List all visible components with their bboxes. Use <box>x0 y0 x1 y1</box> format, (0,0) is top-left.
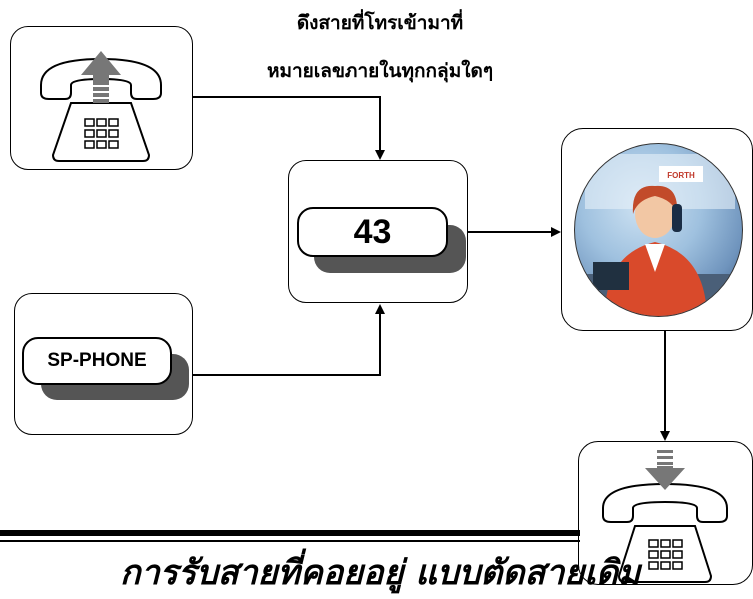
footer-rule-thin <box>0 540 580 542</box>
pickup-phone-box <box>10 26 193 170</box>
wire-sp-phone-to-code <box>193 304 385 376</box>
photo-sign-text: FORTH <box>667 171 695 180</box>
ringing-phone-box <box>578 441 753 585</box>
wire-pickup-to-code <box>193 96 385 160</box>
footer-title: การรับสายที่คอยอยู่ แบบตัดสายเดิม <box>120 553 641 593</box>
footer-rule-thick <box>0 530 580 536</box>
caption-line-2: หมายเลขภายในทุกกลุ่มใดๆ <box>266 60 494 82</box>
code-pill: 43 <box>297 207 448 257</box>
sp-phone-pill: SP-PHONE <box>22 337 172 385</box>
phone-arrow-up-icon <box>40 51 162 162</box>
operator-photo: FORTH <box>574 143 743 317</box>
phone-arrow-down-icon <box>602 450 728 583</box>
caption-line-1: ดึงสายที่โทรเข้ามาที่ <box>296 12 464 34</box>
